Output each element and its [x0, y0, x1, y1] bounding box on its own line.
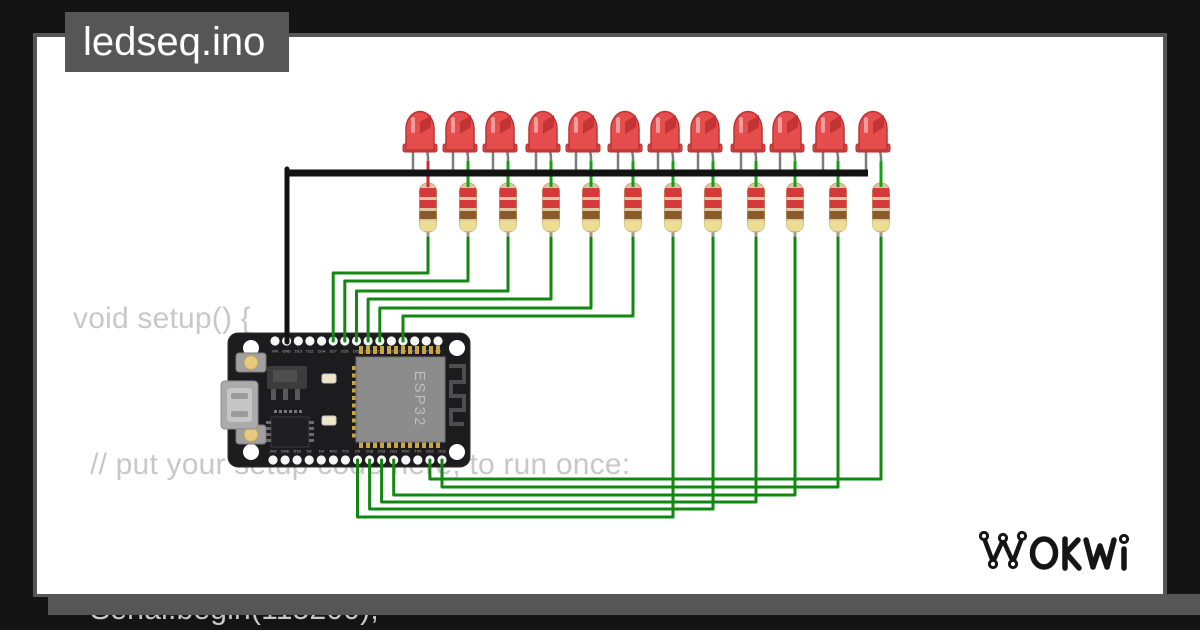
svg-text:D25: D25 [353, 349, 360, 354]
svg-text:D19: D19 [378, 449, 385, 454]
svg-text:D12: D12 [306, 349, 313, 354]
antenna-trace [449, 364, 466, 426]
pin-labels-bottom: 3V3 GND D15 D2 D4 RX2 TX2 D5 D18 D19 D21… [270, 449, 446, 454]
project-title-tab: ledseq.ino [65, 12, 289, 72]
led-4[interactable] [524, 110, 562, 174]
svg-text:GND: GND [282, 349, 291, 354]
wire-d33[interactable] [366, 236, 553, 343]
svg-text:D22: D22 [426, 449, 433, 454]
svg-text:GND: GND [281, 449, 290, 454]
svg-text:D14: D14 [318, 349, 326, 354]
button-en[interactable] [235, 352, 267, 373]
svg-text:TX2: TX2 [342, 449, 349, 454]
svg-text:D2: D2 [307, 449, 312, 454]
wire-d23[interactable] [440, 236, 840, 489]
wire-d32[interactable] [378, 236, 593, 343]
svg-text:D15: D15 [294, 449, 301, 454]
onboard-leds [321, 373, 337, 426]
usb-port [220, 380, 259, 430]
svg-text:D27: D27 [330, 349, 337, 354]
svg-text:D5: D5 [355, 449, 360, 454]
svg-text:D32: D32 [376, 349, 383, 354]
svg-text:D35: D35 [388, 349, 395, 354]
esp32-module-shield [355, 356, 446, 443]
wires-group [284, 166, 883, 519]
svg-text:RX0: RX0 [402, 449, 410, 454]
led-8[interactable] [686, 110, 724, 174]
wire-d26[interactable] [343, 236, 470, 343]
wire-d34[interactable] [401, 236, 635, 343]
svg-text:RX2: RX2 [330, 449, 338, 454]
svg-text:D23: D23 [438, 449, 445, 454]
svg-text:D18: D18 [366, 449, 373, 454]
led-6[interactable] [606, 110, 644, 174]
leds-group [401, 110, 892, 174]
svg-text:VP: VP [424, 349, 430, 354]
led-7[interactable] [646, 110, 684, 174]
mounting-holes [243, 340, 465, 460]
wire-d19[interactable] [380, 236, 758, 504]
wire-d5[interactable] [356, 236, 675, 519]
svg-text:TX0: TX0 [414, 449, 422, 454]
esp32-board[interactable]: VIN GND D13 D12 D14 D27 D26 D25 D33 D32 … [220, 332, 471, 468]
led-12[interactable] [854, 110, 892, 174]
flash-chip [266, 410, 314, 448]
svg-text:3V3: 3V3 [270, 449, 277, 454]
led-10[interactable] [768, 110, 806, 174]
led-11[interactable] [811, 110, 849, 174]
svg-text:D4: D4 [319, 449, 325, 454]
wire-d22[interactable] [428, 236, 883, 481]
button-boot[interactable] [235, 424, 267, 445]
code-line: void setup() { [73, 302, 251, 335]
svg-text:D13: D13 [295, 349, 302, 354]
wokwi-logo [978, 530, 1130, 571]
wire-d18[interactable] [368, 236, 715, 511]
led-3[interactable] [481, 110, 519, 174]
led-5[interactable] [564, 110, 602, 174]
led-9[interactable] [729, 110, 767, 174]
voltage-regulator [267, 366, 307, 400]
esp32-chip-label: ESP32 [411, 371, 428, 428]
svg-text:D21: D21 [390, 449, 397, 454]
led-1[interactable] [401, 110, 439, 174]
wire-d25[interactable] [355, 236, 510, 343]
pin-holes-top[interactable] [270, 336, 443, 346]
svg-text:VN: VN [412, 349, 418, 354]
led-2[interactable] [441, 110, 479, 174]
svg-text:VIN: VIN [272, 349, 279, 354]
bottom-bar [48, 594, 1200, 615]
wire-d21[interactable] [392, 236, 797, 497]
resistors-group [420, 171, 890, 242]
svg-text:D26: D26 [341, 349, 348, 354]
wire-d27[interactable] [331, 236, 430, 343]
